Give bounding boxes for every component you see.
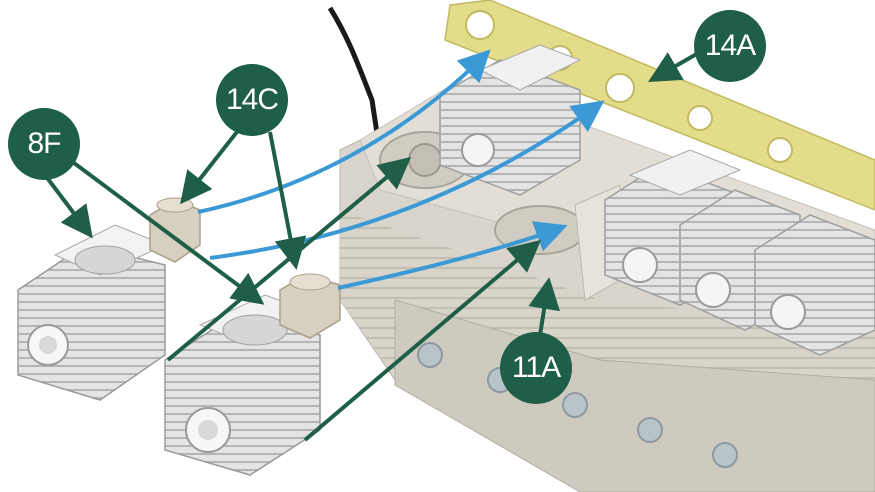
assembly-arrow: [337, 221, 568, 290]
leader-arrow: [303, 239, 542, 442]
assembly-arrow: [209, 100, 605, 260]
callout-8f: 8F: [8, 108, 80, 180]
leader-arrow: [180, 126, 242, 205]
leader-arrow: [648, 50, 702, 83]
callout-11a: 11A: [500, 332, 572, 404]
installed-cylinder: [754, 214, 875, 356]
leader-arrow: [528, 277, 561, 336]
leader-arrow: [43, 173, 93, 239]
leader-arrow: [166, 156, 412, 362]
leader-arrow: [68, 158, 265, 305]
callout-14a: 14A: [694, 10, 766, 82]
installed-cylinder: [439, 44, 582, 196]
assembly-arrow: [197, 49, 491, 214]
cylinder-head: [164, 294, 322, 476]
leader-arrow: [268, 131, 307, 270]
black-cable: [327, 6, 381, 141]
cylinder-head-8f: [17, 224, 167, 401]
spark-plug-14c: [279, 273, 341, 339]
callout-14c: 14C: [216, 64, 288, 136]
